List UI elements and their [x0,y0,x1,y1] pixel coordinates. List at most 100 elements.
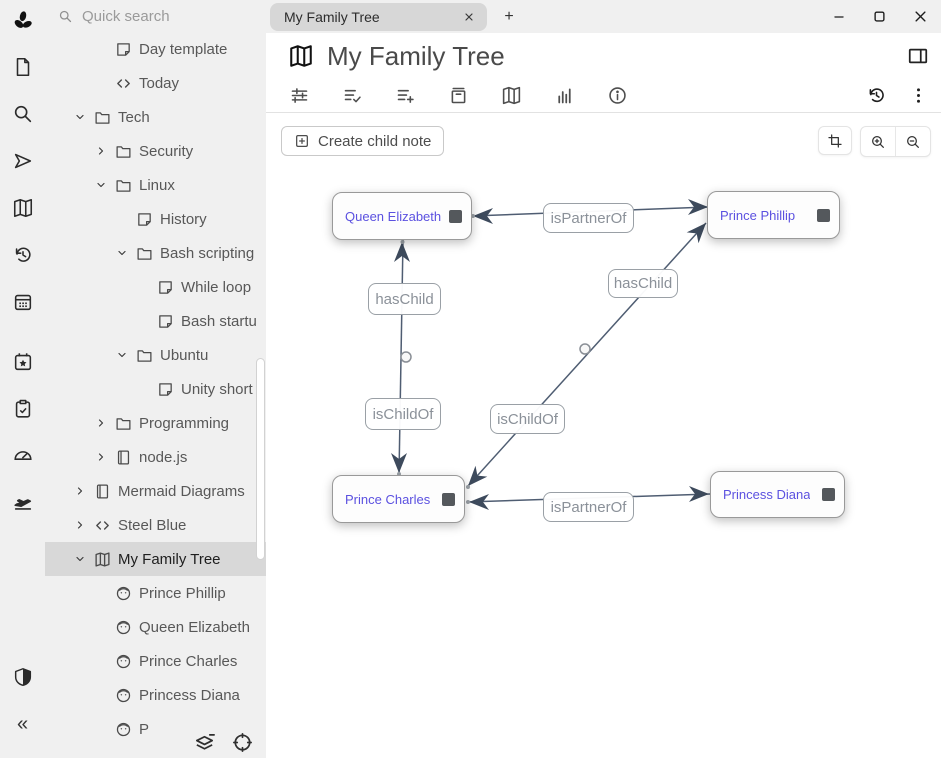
tree-item-steel-blue[interactable]: Steel Blue [45,508,266,542]
edge-label-haschild-right: hasChild [608,269,678,298]
calendar-star-icon[interactable] [10,349,36,375]
collapse-panel-icon[interactable]: « [16,713,29,735]
new-tab-button[interactable]: + [504,7,514,25]
search-icon [59,10,72,22]
tree-item-bash-startup[interactable]: Bash startu [45,304,266,338]
divider [895,127,896,156]
ribbon-toolbar [266,79,941,113]
task-clipboard-icon[interactable] [10,396,36,422]
endpoint-dots [397,204,714,504]
tree-item-bash-scripting[interactable]: Bash scripting [45,236,266,270]
chevron-down-icon[interactable] [72,551,88,567]
layers-minus-icon[interactable] [193,731,216,754]
trilium-logo [10,8,36,34]
note-icon [115,41,132,58]
note-title-row: My Family Tree [266,33,941,79]
search-icon[interactable] [10,101,36,127]
split-pane-icon[interactable] [907,45,929,67]
chevron-right-icon[interactable] [93,143,109,159]
tree-item-today[interactable]: Today [45,66,266,100]
open-map-icon[interactable] [10,195,36,221]
code-icon [115,75,132,92]
map-node-prince-phillip[interactable]: Prince Phillip [707,191,840,239]
map-node-queen-elizabeth[interactable]: Queen Elizabeth II [332,192,472,240]
arrowheads [391,199,709,510]
tree-item-security[interactable]: Security [45,134,266,168]
chevron-right-icon[interactable] [72,483,88,499]
quick-search-placeholder: Quick search [82,7,170,25]
ribbon-right-icons [865,85,941,107]
tree-item-queen-elizabeth[interactable]: Queen Elizabeth [45,610,266,644]
chevron-down-icon[interactable] [72,109,88,125]
new-note-icon[interactable] [10,54,36,80]
list-check-icon[interactable] [341,85,363,107]
paper-plane-icon[interactable] [10,148,36,174]
tree-item-linux[interactable]: Linux [45,168,266,202]
tree-item-mermaid-diagrams[interactable]: Mermaid Diagrams [45,474,266,508]
create-child-note-button[interactable]: Create child note [281,126,445,156]
info-circle-icon[interactable] [606,85,628,107]
map-node-princess-diana[interactable]: Princess Diana [710,471,845,518]
node-link-handle[interactable] [822,488,835,501]
chevron-down-icon[interactable] [114,347,130,363]
note-icon [157,279,174,296]
note-title-input[interactable]: My Family Tree [327,40,505,71]
node-link-handle[interactable] [442,492,455,506]
tree-item-nodejs[interactable]: node.js [45,440,266,474]
person-icon [115,585,132,602]
tab-close-icon[interactable] [461,9,477,25]
tree-item-ubuntu[interactable]: Ubuntu [45,338,266,372]
crop-icon[interactable] [818,126,852,155]
tree-item-programming[interactable]: Programming [45,406,266,440]
map-node-prince-charles[interactable]: Prince Charles [332,475,465,523]
tree-item-prince-phillip[interactable]: Prince Phillip [45,576,266,610]
tree-item-history[interactable]: History [45,202,266,236]
code-icon [94,517,111,534]
edge-midpoint-handles [400,343,591,363]
close-icon[interactable] [900,0,941,33]
person-icon [115,687,132,704]
tree-item-tech[interactable]: Tech [45,100,266,134]
tree-item-prince-charles[interactable]: Prince Charles [45,644,266,678]
target-icon[interactable] [231,731,254,754]
history-icon[interactable] [865,85,887,107]
chevron-right-icon[interactable] [93,449,109,465]
tree-item-my-family-tree[interactable]: My Family Tree [45,542,266,576]
kebab-menu-icon[interactable] [907,85,929,107]
person-icon [115,619,132,636]
tree-scrollbar-thumb[interactable] [256,358,265,560]
folder-icon [115,177,132,194]
node-link-handle[interactable] [817,208,830,222]
open-map-icon[interactable] [500,85,522,107]
edge-label-ispartnerof-bottom: isPartnerOf [543,492,634,522]
gauge-icon[interactable] [10,443,36,469]
chevron-right-icon[interactable] [93,415,109,431]
archive-icon[interactable] [447,85,469,107]
minimize-icon[interactable] [818,0,859,33]
calendar-icon[interactable] [10,289,36,315]
bar-chart-icon[interactable] [553,85,575,107]
shield-icon[interactable] [10,664,36,690]
plane-takeoff-icon[interactable] [10,490,36,516]
quick-search-input[interactable]: Quick search [45,0,266,32]
node-link-handle[interactable] [449,209,462,223]
chevron-right-icon[interactable] [72,517,88,533]
tree-item-while-loop[interactable]: While loop [45,270,266,304]
history-icon[interactable] [10,242,36,268]
main-area: My Family Tree + [266,0,941,758]
tree-item-day-template[interactable]: Day template [45,32,266,66]
tree-item-partial[interactable]: P [45,712,266,746]
sliders-icon[interactable] [288,85,310,107]
maximize-icon[interactable] [859,0,900,33]
chevron-down-icon[interactable] [93,177,109,193]
tab-my-family-tree[interactable]: My Family Tree [270,2,487,31]
list-plus-icon[interactable] [394,85,416,107]
tree-item-unity-shortcuts[interactable]: Unity short [45,372,266,406]
tab-bar: My Family Tree + [266,0,941,33]
zoom-out-icon[interactable] [896,127,930,156]
tree-item-princess-diana[interactable]: Princess Diana [45,678,266,712]
zoom-in-icon[interactable] [861,127,895,156]
chevron-down-icon[interactable] [114,245,130,261]
folder-icon [115,143,132,160]
